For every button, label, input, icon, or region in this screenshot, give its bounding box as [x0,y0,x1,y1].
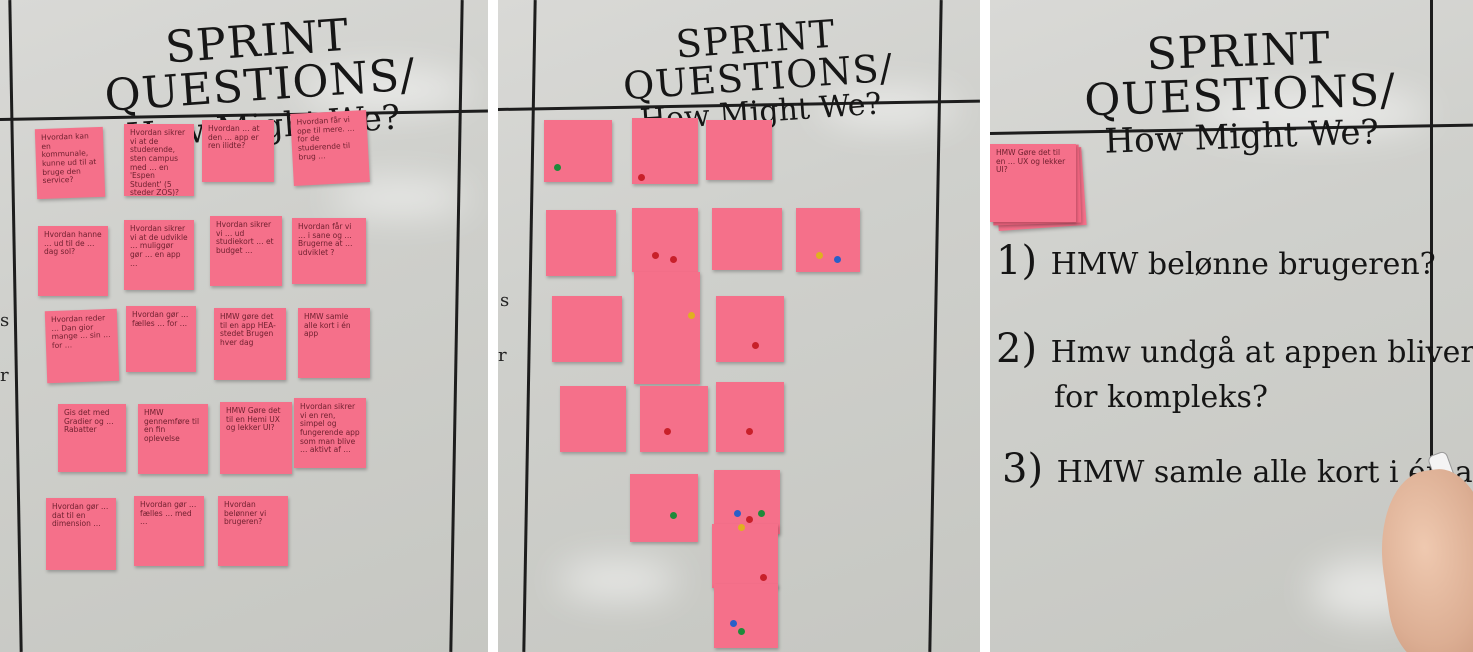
vote-dot [760,574,767,581]
edge-scribble: s [0,310,10,331]
question-number: 3) [1002,446,1044,492]
question-text: HMW belønne brugeren? [1050,247,1436,282]
vote-dot [752,342,759,349]
hmw-question-2: 2) Hmw undgå at appen bliver [996,326,1473,372]
title-line-1: SPRINT QUESTIONS/ [1083,22,1397,127]
sticky-note [634,272,700,384]
whiteboard-photo-3: SPRINT QUESTIONS/ How Might We? HMW Gøre… [990,0,1473,652]
sticky-note: Hvordan reder … Dan gior mange … sin … f… [44,308,120,384]
vote-dot [554,164,561,171]
sticky-note: Hvordan kan en kommunale, kunne ud til a… [34,126,106,200]
vote-dot [738,524,745,531]
whiteboard-photo-2: SPRINT QUESTIONS/ How Might We? s r [498,0,980,652]
sticky-note: Hvordan gør … fælles … for … [126,306,196,372]
board-divider-line [8,0,23,652]
sticky-note: HMW gøre det til en app HEA-stedet Bruge… [214,308,286,380]
vote-dot [834,256,841,263]
sticky-note: Hvordan gør … fælles … med … [134,496,204,566]
question-text: for kompleks? [1054,380,1268,415]
vote-dot [746,516,753,523]
sticky-note [630,474,698,542]
sticky-note [560,386,626,452]
sticky-note [552,296,622,362]
sticky-note: HMW gennemføre til en fin oplevelse [138,404,208,474]
edge-scribble: r [0,365,9,386]
sticky-note: HMW samle alle kort i én app [298,308,370,378]
vote-dot [638,174,645,181]
vote-dot [652,252,659,259]
sticky-note: Hvordan … at den … app er ren ilidte? [202,120,274,182]
sticky-note [712,208,782,270]
sticky-note: Hvordan sikrer vi at de studerende, sten… [124,124,194,196]
vote-dot [688,312,695,319]
sticky-note [712,524,778,588]
vote-dot [664,428,671,435]
sticky-note [632,208,698,272]
sticky-note: Hvordan får vi ope til mere. … for de st… [290,110,370,186]
sticky-note [544,120,612,182]
sticky-note [714,470,780,534]
vote-dot [670,512,677,519]
sticky-note [640,386,708,452]
sticky-note [632,118,698,184]
sticky-note: HMW Gøre det til en Hemi UX og lekker UI… [220,402,292,474]
sticky-note: Hvordan belønner vi brugeren? [218,496,288,566]
sticky-note: Hvordan sikrer vi en ren, simpel og fung… [294,398,366,468]
sticky-note [796,208,860,272]
vote-dot [670,256,677,263]
board-title: SPRINT QUESTIONS/ How Might We? [1038,22,1442,162]
edge-scribble: s [500,290,510,311]
vote-dot [746,428,753,435]
vote-dot [734,510,741,517]
sticky-note: Hvordan gør … dat til en dimension … [46,498,116,570]
sticky-note [546,210,616,276]
question-number: 1) [996,238,1038,284]
vote-dot [738,628,745,635]
sticky-note: HMW Gøre det til en … UX og lekker UI? [990,144,1076,222]
sticky-note: Hvordan hanne … ud til de … dag sol? [38,226,108,296]
vote-dot [816,252,823,259]
whiteboard-photo-1: SPRINT QUESTIONS/ How Might We? s r Hvor… [0,0,488,652]
sticky-note [716,382,784,452]
question-number: 2) [996,326,1038,372]
edge-scribble: r [498,345,507,366]
sticky-note: Hvordan sikrer vi … ud studiekort … et b… [210,216,282,286]
sticky-note [706,120,772,180]
hmw-question-2-continued: for kompleks? [1054,380,1268,415]
sticky-note: Hvordan får vi … i sane og … Brugerne at… [292,218,366,284]
sticky-note [714,584,778,648]
vote-dot [730,620,737,627]
sticky-note: Hvordan sikrer vi at de udvikle … muligg… [124,220,194,290]
board-divider-line [522,0,537,652]
board-divider-line [1430,0,1433,652]
hmw-question-1: 1) HMW belønne brugeren? [996,238,1436,284]
vote-dot [758,510,765,517]
sticky-note [716,296,784,362]
question-text: Hmw undgå at appen bliver [1050,335,1473,370]
sticky-note: Gis det med Gradier og … Rabatter [58,404,126,472]
